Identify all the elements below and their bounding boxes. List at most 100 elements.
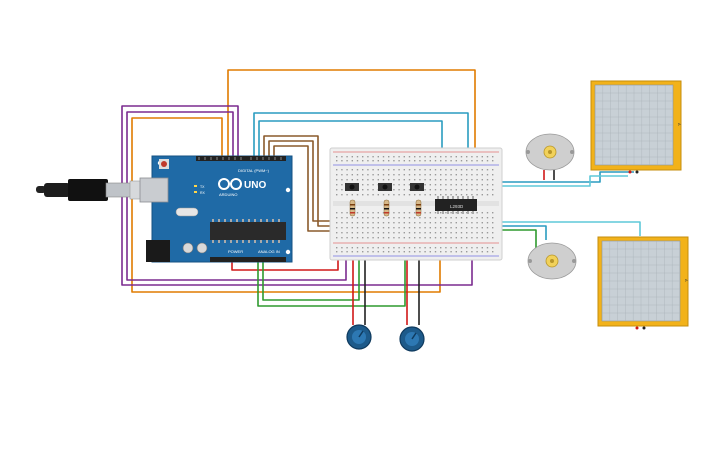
tx-led-icon <box>194 185 197 187</box>
breadboard-hole <box>471 251 473 253</box>
breadboard-hole <box>434 232 437 234</box>
breadboard-hole <box>346 174 348 176</box>
breadboard-hole <box>486 184 489 186</box>
breadboard-hole <box>486 217 489 219</box>
pushbutton-3[interactable] <box>410 183 424 191</box>
wire-motor2-teal-b[interactable] <box>480 221 641 236</box>
breadboard-hole <box>346 217 348 219</box>
potentiometer-2[interactable] <box>399 326 425 352</box>
breadboard-hole <box>356 232 359 234</box>
dc-motor-1[interactable] <box>525 133 575 171</box>
wire-teal-2[interactable] <box>258 120 443 172</box>
dc-motor-2[interactable] <box>527 242 577 280</box>
usb-jack[interactable] <box>139 177 169 203</box>
wire-orange-left[interactable] <box>131 117 441 293</box>
breadboard-hole <box>476 247 478 249</box>
breadboard-hole <box>481 232 483 234</box>
breadboard-hole <box>377 232 379 234</box>
breadboard-hole <box>424 174 426 176</box>
breadboard-hole <box>455 217 457 219</box>
pushbutton-2[interactable] <box>378 183 392 191</box>
breadboard-hole <box>408 212 411 214</box>
breadboard-hole <box>471 194 473 196</box>
resistor-2[interactable] <box>383 199 390 217</box>
multimeter-2[interactable]: A <box>597 236 689 330</box>
breadboard-hole <box>356 237 359 239</box>
breadboard-hole <box>351 179 353 181</box>
breadboard-hole <box>372 212 374 214</box>
breadboard-hole <box>476 160 478 162</box>
breadboard-hole <box>481 189 483 191</box>
breadboard-hole <box>377 247 379 249</box>
breadboard-hole <box>455 222 457 224</box>
potentiometer-1[interactable] <box>346 324 372 350</box>
breadboard-hole <box>471 232 473 234</box>
breadboard-hole <box>341 222 343 224</box>
breadboard-hole <box>434 247 437 249</box>
breadboard-hole <box>403 156 405 158</box>
capacitor-icon <box>196 242 208 254</box>
breadboard-hole <box>440 222 442 224</box>
breadboard-hole <box>341 179 343 181</box>
breadboard-hole <box>393 184 395 186</box>
rx-label: RX <box>200 191 206 195</box>
breadboard-hole <box>341 247 343 249</box>
breadboard-hole <box>419 174 421 176</box>
breadboard-hole <box>398 194 400 196</box>
breadboard-hole <box>372 189 374 191</box>
wire-orange-top[interactable] <box>227 69 476 175</box>
breadboard-hole <box>398 251 400 253</box>
breadboard-hole <box>382 194 385 196</box>
breadboard-hole <box>351 222 353 224</box>
power-jack[interactable] <box>146 240 170 262</box>
breadboard-hole <box>419 227 421 229</box>
breadboard-hole <box>481 174 483 176</box>
breadboard-hole <box>351 194 353 196</box>
breadboard-hole <box>471 160 473 162</box>
breadboard-hole <box>476 156 478 158</box>
breadboard-hole <box>445 189 447 191</box>
breadboard-hole <box>356 194 359 196</box>
breadboard-hole <box>408 222 411 224</box>
breadboard-hole <box>408 174 411 176</box>
pushbutton-1[interactable] <box>345 183 359 191</box>
breadboard-hole <box>372 194 374 196</box>
wire-green-2[interactable] <box>262 252 360 301</box>
resistor-1[interactable] <box>349 199 356 217</box>
power-analog-header[interactable] <box>210 257 286 262</box>
breadboard-hole <box>377 156 379 158</box>
breadboard-hole <box>450 227 452 229</box>
breadboard-hole <box>367 251 369 253</box>
breadboard-hole <box>356 247 359 249</box>
wire-green-1[interactable] <box>257 252 406 307</box>
breadboard-hole <box>466 217 468 219</box>
breadboard-hole <box>424 189 426 191</box>
multimeter-1[interactable]: A <box>590 80 682 174</box>
breadboard-hole <box>460 212 463 214</box>
breadboard-hole <box>471 212 473 214</box>
arduino-uno-board[interactable]: DIGITAL (PWM~) TX RX UNO ARDUINO <box>139 155 293 263</box>
breadboard-hole <box>403 179 405 181</box>
breadboard-hole <box>429 217 431 219</box>
breadboard-hole <box>445 156 447 158</box>
breadboard-hole <box>424 251 426 253</box>
breadboard-hole <box>455 174 457 176</box>
wire-motor1-teal-a[interactable] <box>458 171 634 183</box>
breadboard-hole <box>450 212 452 214</box>
breadboard-hole <box>403 222 405 224</box>
breadboard-hole <box>382 179 385 181</box>
breadboard-hole <box>460 251 463 253</box>
wire-teal-1[interactable] <box>253 112 469 172</box>
breadboard-hole <box>440 160 442 162</box>
wire-brown-1[interactable] <box>263 135 350 227</box>
breadboard-hole <box>388 227 390 229</box>
breadboard-hole <box>492 156 494 158</box>
breadboard-hole <box>466 184 468 186</box>
arduino-logo-icon <box>218 178 242 190</box>
motor-driver-ic[interactable]: L293D <box>435 196 477 214</box>
resistor-3[interactable] <box>415 199 422 217</box>
breadboard-hole <box>455 179 457 181</box>
breadboard-hole <box>466 227 468 229</box>
wire-motor1-teal-b[interactable] <box>470 175 628 187</box>
